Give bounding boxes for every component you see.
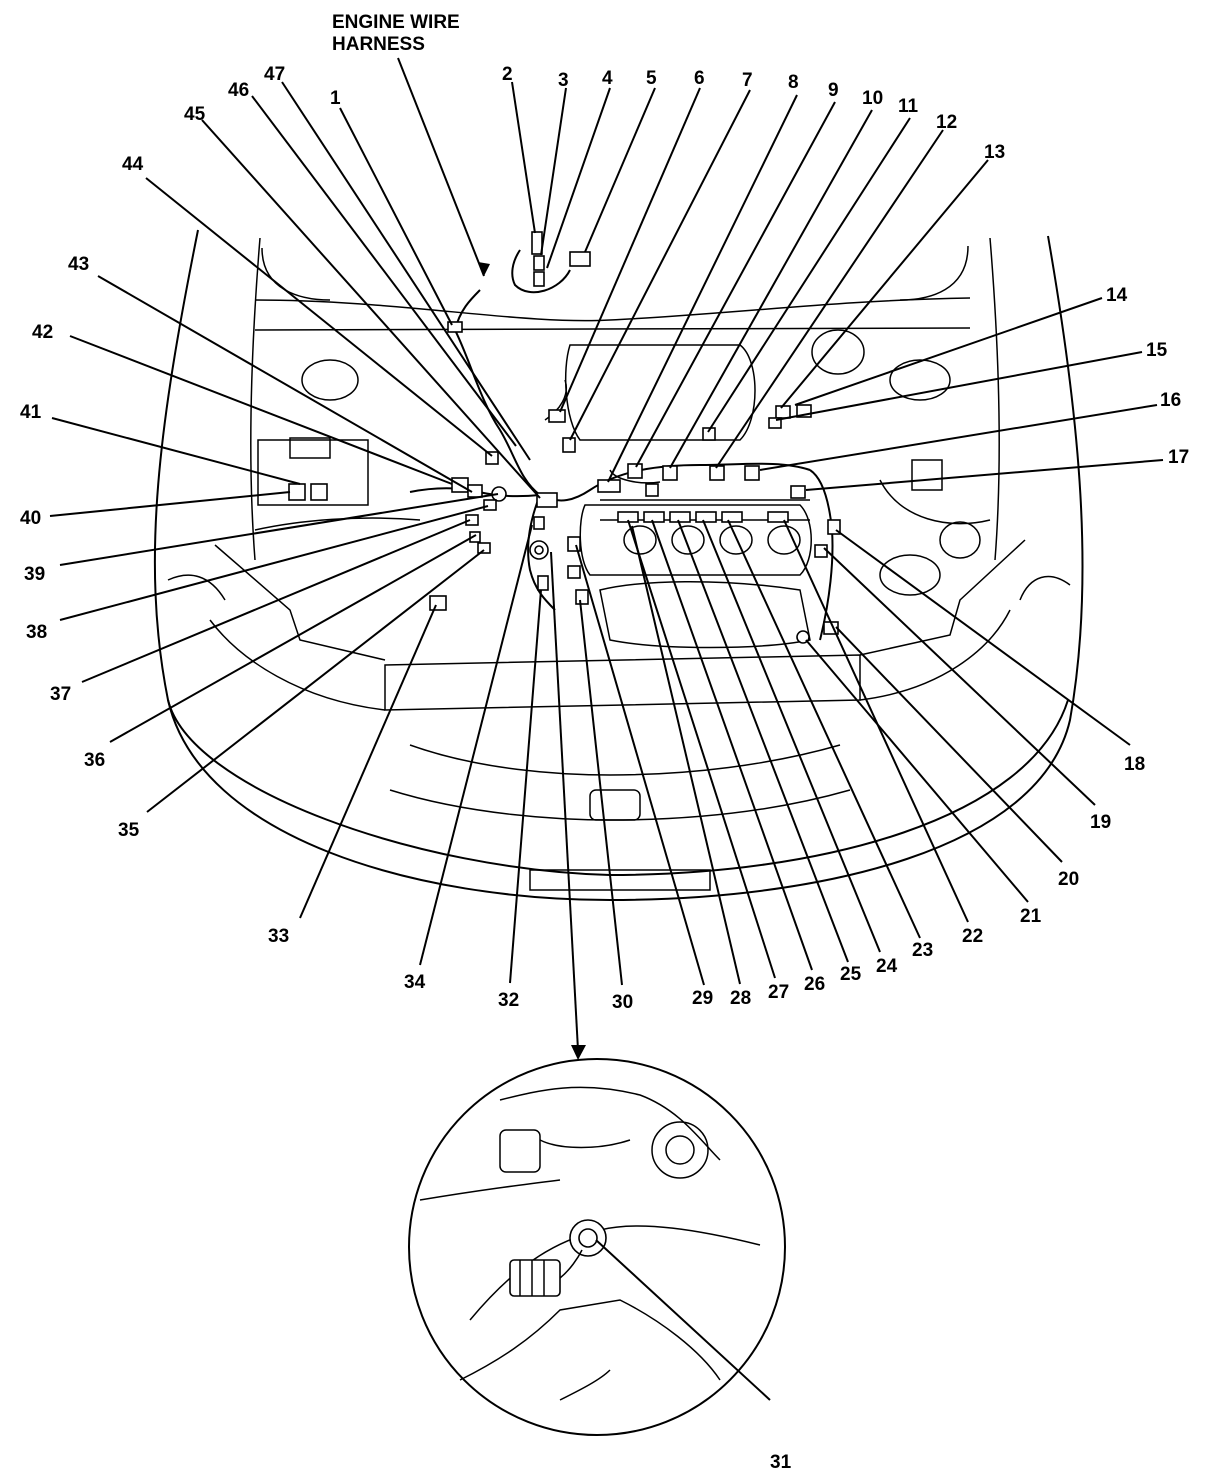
callout-41: 41 bbox=[20, 402, 42, 423]
callout-26: 26 bbox=[804, 974, 825, 995]
callout-14: 14 bbox=[1106, 285, 1128, 306]
callout-44: 44 bbox=[122, 154, 144, 175]
callout-22: 22 bbox=[962, 926, 983, 947]
callout-29: 29 bbox=[692, 988, 713, 1009]
callout-43: 43 bbox=[68, 254, 89, 275]
callout-18: 18 bbox=[1124, 754, 1145, 775]
callout-leader-lines bbox=[49, 57, 1164, 1401]
callout-36: 36 bbox=[84, 750, 105, 771]
callout-21: 21 bbox=[1020, 906, 1042, 927]
callout-25: 25 bbox=[840, 964, 862, 985]
callout-6: 6 bbox=[694, 68, 705, 89]
callout-10: 10 bbox=[862, 88, 883, 109]
callout-9: 9 bbox=[828, 80, 839, 101]
callout-40: 40 bbox=[20, 508, 41, 529]
callout-23: 23 bbox=[912, 940, 933, 961]
callout-3: 3 bbox=[558, 70, 569, 91]
callout-11: 11 bbox=[898, 96, 919, 117]
callout-45: 45 bbox=[184, 104, 206, 125]
ground-terminal-detail-inset bbox=[408, 1058, 786, 1436]
callout-35: 35 bbox=[118, 820, 140, 841]
engine-wire-harness-title-line2: HARNESS bbox=[332, 34, 425, 55]
callout-19: 19 bbox=[1090, 812, 1111, 833]
callout-34: 34 bbox=[404, 972, 426, 993]
callout-30: 30 bbox=[612, 992, 633, 1013]
callout-17: 17 bbox=[1168, 447, 1189, 468]
callout-20: 20 bbox=[1058, 869, 1079, 890]
callout-15: 15 bbox=[1146, 340, 1168, 361]
callout-32: 32 bbox=[498, 990, 519, 1011]
callout-16: 16 bbox=[1160, 390, 1181, 411]
leader-arrowheads bbox=[478, 262, 586, 1060]
callout-8: 8 bbox=[788, 72, 799, 93]
callout-5: 5 bbox=[646, 68, 657, 89]
callout-47: 47 bbox=[264, 64, 285, 85]
callout-42: 42 bbox=[32, 322, 53, 343]
engine-bay-drawing bbox=[153, 229, 1084, 902]
callout-2: 2 bbox=[502, 64, 513, 85]
callout-31: 31 bbox=[770, 1452, 792, 1473]
callout-4: 4 bbox=[602, 68, 613, 89]
callout-12: 12 bbox=[936, 112, 957, 133]
callout-labels: 1 2 3 4 5 6 7 8 9 10 11 12 13 14 15 16 1… bbox=[20, 64, 1189, 1473]
callout-7: 7 bbox=[742, 70, 753, 91]
callout-27: 27 bbox=[768, 982, 789, 1003]
callout-46: 46 bbox=[228, 80, 249, 101]
callout-39: 39 bbox=[24, 564, 45, 585]
engine-wire-harness-title-line1: ENGINE WIRE bbox=[332, 12, 460, 33]
callout-24: 24 bbox=[876, 956, 898, 977]
callout-37: 37 bbox=[50, 684, 71, 705]
callout-1: 1 bbox=[330, 88, 341, 109]
callout-28: 28 bbox=[730, 988, 751, 1009]
callout-38: 38 bbox=[26, 622, 47, 643]
callout-33: 33 bbox=[268, 926, 289, 947]
callout-13: 13 bbox=[984, 142, 1005, 163]
